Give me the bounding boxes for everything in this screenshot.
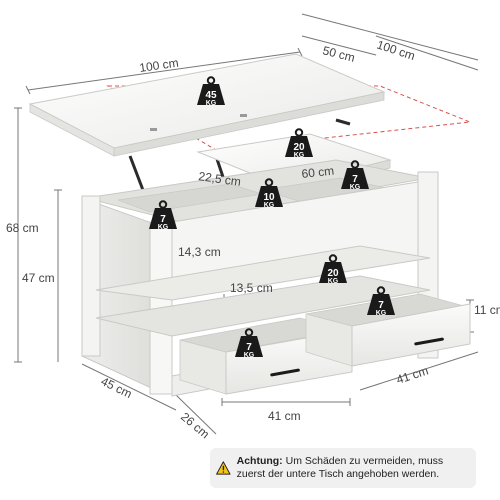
svg-text:10: 10 [263,192,275,203]
svg-text:KG: KG [244,352,255,359]
dim-drawer-height: 11 cm [474,303,500,317]
warning-message: Um Schäden zu vermeiden, muss zuerst der… [236,455,444,480]
svg-text:KG: KG [158,224,169,231]
weight-icon-drawer-right: 7 KG [366,286,396,317]
warning-text: Achtung: Um Schäden zu vermeiden, muss z… [237,455,468,481]
dim-extended-depth: 100 cm [375,38,417,63]
warning-box: Achtung: Um Schäden zu vermeiden, muss z… [210,448,476,488]
svg-text:7: 7 [160,214,166,225]
dim-top-width: 100 cm [138,56,179,75]
dim-lift-top-depth: 22,5 cm [198,169,242,189]
dim-lower-height: 47 cm [22,271,55,285]
svg-text:KG: KG [376,310,387,317]
weight-icon-top: 45 KG [196,76,226,107]
svg-text:KG: KG [328,278,339,285]
warning-label: Achtung: [236,455,283,467]
weight-icon-lower-shelf: 20 KG [318,254,348,285]
dim-drawer-width-right: 41 cm [395,363,430,386]
dim-drawer-front-depth: 26 cm [178,410,212,442]
weight-icon-side-left: 7 KG [148,200,178,231]
drawer-handle[interactable] [270,368,300,377]
dim-drawer-width-left: 41 cm [268,409,301,423]
svg-text:7: 7 [352,174,358,185]
drawer-handle[interactable] [414,337,444,346]
weight-icon-drawer-left: 7 KG [234,328,264,359]
dim-depth: 50 cm [321,43,356,64]
svg-text:7: 7 [378,300,384,311]
svg-text:KG: KG [264,202,275,209]
svg-text:45: 45 [205,90,217,101]
dim-total-height: 68 cm [6,221,39,235]
svg-text:KG: KG [294,152,305,159]
dim-lift-top-width: 60 cm [301,164,335,181]
dim-lower-shelf: 13,5 cm [230,281,273,295]
dim-upper-compartment: 14,3 cm [178,245,221,259]
weight-icon-lift-top: 20 KG [284,128,314,159]
svg-text:20: 20 [327,268,339,279]
warning-triangle-icon [216,461,231,475]
svg-text:KG: KG [350,184,361,191]
svg-text:7: 7 [246,342,252,353]
weight-icon-side-right: 7 KG [340,160,370,191]
svg-text:20: 20 [293,142,305,153]
svg-text:KG: KG [206,100,217,107]
weight-icon-center: 10 KG [254,178,284,209]
